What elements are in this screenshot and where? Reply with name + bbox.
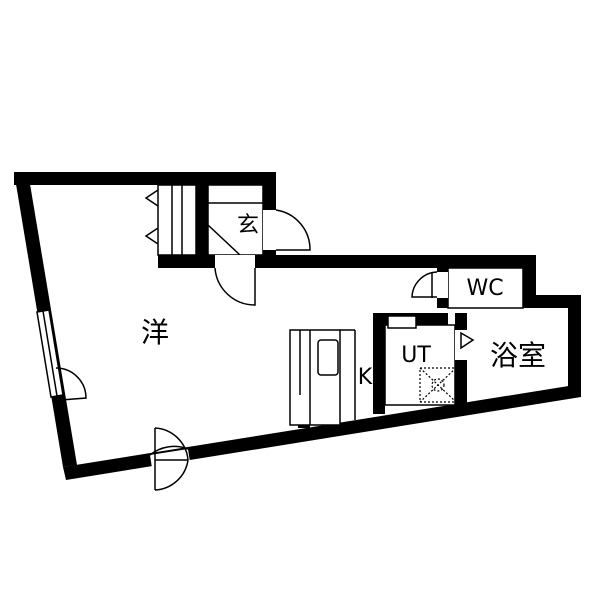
wall-top-western [14, 172, 276, 185]
outer-walls [14, 172, 581, 480]
bath-door [455, 330, 475, 360]
wall-bath-right [568, 295, 581, 397]
entrance-area [207, 184, 311, 306]
label-kitchen: K [358, 365, 373, 390]
kitchen-counter [289, 329, 356, 426]
label-toilet: WC [466, 276, 503, 301]
window-left [36, 309, 64, 398]
utility-room [384, 315, 457, 406]
wall-bottom [63, 384, 581, 480]
wall-wc-right [523, 255, 536, 307]
wall-closet-left [158, 255, 168, 268]
label-western: 洋 [141, 316, 169, 349]
wall-ut-left [373, 322, 385, 414]
wall-middle-top [158, 255, 536, 268]
closet [144, 184, 197, 256]
label-bath: 浴室 [490, 339, 546, 372]
wc-room [411, 267, 524, 309]
wall-closet-entrance [196, 172, 208, 267]
label-entrance: 玄 [237, 213, 259, 238]
left-door [55, 367, 87, 401]
bottom-door [149, 427, 190, 491]
label-utility: UT [401, 343, 431, 368]
